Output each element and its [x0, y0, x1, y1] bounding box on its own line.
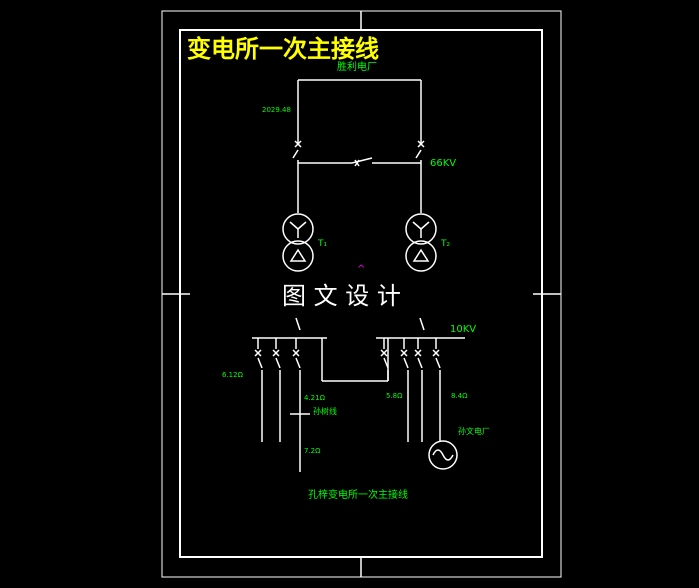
drawing-caption: 孔梓变电所一次主接线	[308, 488, 408, 501]
incoming-lines	[297, 79, 422, 144]
frame-center-marks	[162, 11, 561, 577]
lv-voltage-label: 10KV	[450, 324, 476, 335]
watermark-text: 图 文 设 计	[282, 282, 401, 310]
transformer-t2	[405, 213, 437, 272]
generator-symbol	[428, 440, 458, 470]
feeders-right	[380, 338, 441, 442]
t1-label: T₁	[317, 239, 327, 249]
feeder-d-label: 5.8Ω	[386, 392, 403, 400]
line-code-label: 2029.48	[262, 106, 291, 114]
feeder-b-label: 4.21Ω	[304, 394, 326, 402]
feeders-left	[254, 338, 310, 472]
source-label: 胜利电厂	[337, 60, 377, 73]
feeder-a-label: 6.12Ω	[222, 371, 244, 379]
feeder-e-label: 8.4Ω	[451, 392, 468, 400]
generator-label: 孙文电厂	[458, 426, 490, 436]
t2-label: T₂	[440, 239, 450, 249]
switch-right	[415, 140, 425, 213]
feeder-c-name: 孙树线	[313, 406, 337, 416]
feeder-c-value: 7.2Ω	[304, 447, 321, 455]
drawing-title: 变电所一次主接线	[187, 35, 379, 63]
hv-voltage-label: 66KV	[430, 158, 456, 169]
transformer-t1	[282, 213, 314, 272]
lv-bus-left	[252, 337, 389, 382]
center-marker: ^	[357, 264, 365, 275]
secondary-leads	[295, 317, 425, 331]
bus-tie-switch	[298, 157, 421, 167]
switch-left	[292, 140, 302, 213]
